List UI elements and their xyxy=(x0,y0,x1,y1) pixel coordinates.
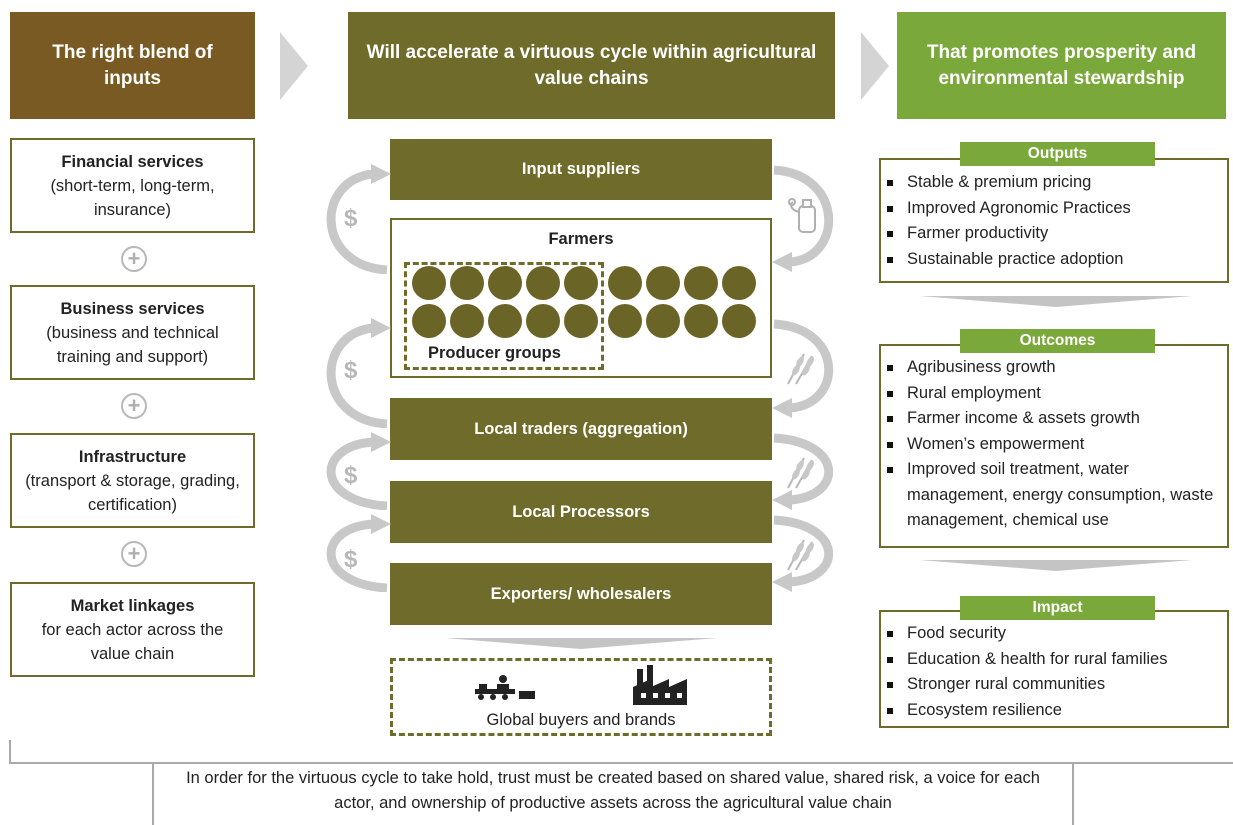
outcomes-label: Outcomes xyxy=(960,329,1155,353)
farmer-dot xyxy=(684,304,718,338)
goods-flow-arrow xyxy=(772,433,833,510)
outputs-item: Stable & premium pricing xyxy=(881,170,1227,196)
farmer-dot xyxy=(450,266,484,300)
financial-services-box: Financial services (short-term, long-ter… xyxy=(10,138,255,233)
money-flow-arrow xyxy=(326,318,391,428)
plus-icon: + xyxy=(121,393,147,419)
financial-services-title: Financial services xyxy=(61,152,204,171)
plus-icon: + xyxy=(121,541,147,567)
wheat-icon xyxy=(787,539,814,571)
outcomes-item: Rural employment xyxy=(881,381,1227,407)
impact-item: Education & health for rural families xyxy=(881,647,1227,673)
infrastructure-title: Infrastructure xyxy=(78,447,187,466)
input-suppliers-box: Input suppliers xyxy=(390,139,772,200)
market-linkages-box: Market linkages for each actor across th… xyxy=(10,582,255,677)
local-traders-box: Local traders (aggregation) xyxy=(390,398,772,460)
outcomes-item: Farmer income & assets growth xyxy=(881,406,1227,432)
money-flow-arrow xyxy=(326,432,391,510)
conveyor-worker-icon xyxy=(475,675,535,700)
factory-icon xyxy=(633,665,687,705)
farmer-dot xyxy=(412,266,446,300)
outputs-box: Stable & premium pricing Improved Agrono… xyxy=(879,158,1229,283)
farmers-label: Farmers xyxy=(548,230,614,248)
inputs-header: The right blend of inputs xyxy=(10,12,255,119)
exporters-box: Exporters/ wholesalers xyxy=(390,563,772,625)
farmers-box: Farmers Producer groups xyxy=(390,218,772,378)
goods-flow-arrow xyxy=(772,165,834,272)
impact-item: Stronger rural communities xyxy=(881,672,1227,698)
dollar-icon: $ xyxy=(344,546,358,573)
footer-text: In order for the virtuous cycle to take … xyxy=(152,762,1074,825)
outputs-down-wedge xyxy=(920,296,1192,307)
farmer-dot xyxy=(722,304,756,338)
local-processors-box: Local Processors xyxy=(390,481,772,543)
global-buyers-box: Global buyers and brands xyxy=(390,658,772,736)
dollar-icon: $ xyxy=(344,357,358,384)
money-flow-arrow xyxy=(326,514,391,592)
market-linkages-detail: for each actor across the value chain xyxy=(41,620,224,663)
financial-services-detail: (short-term, long-term, insurance) xyxy=(50,176,215,219)
business-services-title: Business services xyxy=(60,299,205,318)
plus-icon: + xyxy=(121,246,147,272)
money-flow-arrow xyxy=(326,164,391,274)
impact-label: Impact xyxy=(960,596,1155,620)
infrastructure-detail: (transport & storage, grading, certifica… xyxy=(25,471,240,514)
outputs-label: Outputs xyxy=(960,142,1155,166)
goods-flow-arrow xyxy=(772,319,834,418)
outputs-item: Sustainable practice adoption xyxy=(881,247,1227,273)
outputs-item: Improved Agronomic Practices xyxy=(881,196,1227,222)
farmer-dot xyxy=(412,304,446,338)
farmer-dot xyxy=(450,304,484,338)
farmer-dot xyxy=(722,266,756,300)
farmer-dot xyxy=(526,266,560,300)
farmer-dot xyxy=(646,266,680,300)
outcomes-box: Agribusiness growth Rural employment Far… xyxy=(879,344,1229,548)
fertilizer-sprayer-icon xyxy=(788,198,816,233)
chain-down-wedge xyxy=(445,638,717,649)
market-linkages-title: Market linkages xyxy=(70,596,195,615)
global-buyers-label: Global buyers and brands xyxy=(486,711,676,729)
business-services-detail: (business and technical training and sup… xyxy=(46,323,219,366)
farmer-dot xyxy=(646,304,680,338)
farmer-dot xyxy=(608,304,642,338)
outcomes-item: Agribusiness growth xyxy=(881,355,1227,381)
impact-box: Food security Education & health for rur… xyxy=(879,610,1229,728)
producer-groups-boundary xyxy=(404,262,604,370)
header-arrow-2 xyxy=(861,32,889,100)
dollar-icon: $ xyxy=(344,205,358,232)
wheat-icon xyxy=(787,353,814,385)
impact-item: Food security xyxy=(881,621,1227,647)
farmer-dot xyxy=(526,304,560,338)
farmer-dot xyxy=(564,266,598,300)
farmer-dot xyxy=(608,266,642,300)
footer-bracket xyxy=(9,740,1233,764)
wheat-icon xyxy=(787,457,814,489)
outcomes-down-wedge xyxy=(920,560,1192,571)
dollar-icon: $ xyxy=(344,462,358,489)
farmer-dot xyxy=(488,266,522,300)
prosperity-header: That promotes prosperity and environment… xyxy=(897,12,1226,119)
cycle-header: Will accelerate a virtuous cycle within … xyxy=(348,12,835,119)
farmer-dot xyxy=(564,304,598,338)
infrastructure-box: Infrastructure (transport & storage, gra… xyxy=(10,433,255,528)
header-arrow-1 xyxy=(280,32,308,100)
outcomes-item: Improved soil treatment, water managemen… xyxy=(881,457,1227,534)
business-services-box: Business services (business and technica… xyxy=(10,285,255,380)
impact-item: Ecosystem resilience xyxy=(881,698,1227,724)
farmer-dot xyxy=(684,266,718,300)
outcomes-item: Women’s empowerment xyxy=(881,432,1227,458)
outputs-item: Farmer productivity xyxy=(881,221,1227,247)
goods-flow-arrow xyxy=(772,515,833,592)
farmer-dot xyxy=(488,304,522,338)
producer-groups-label: Producer groups xyxy=(428,344,561,362)
